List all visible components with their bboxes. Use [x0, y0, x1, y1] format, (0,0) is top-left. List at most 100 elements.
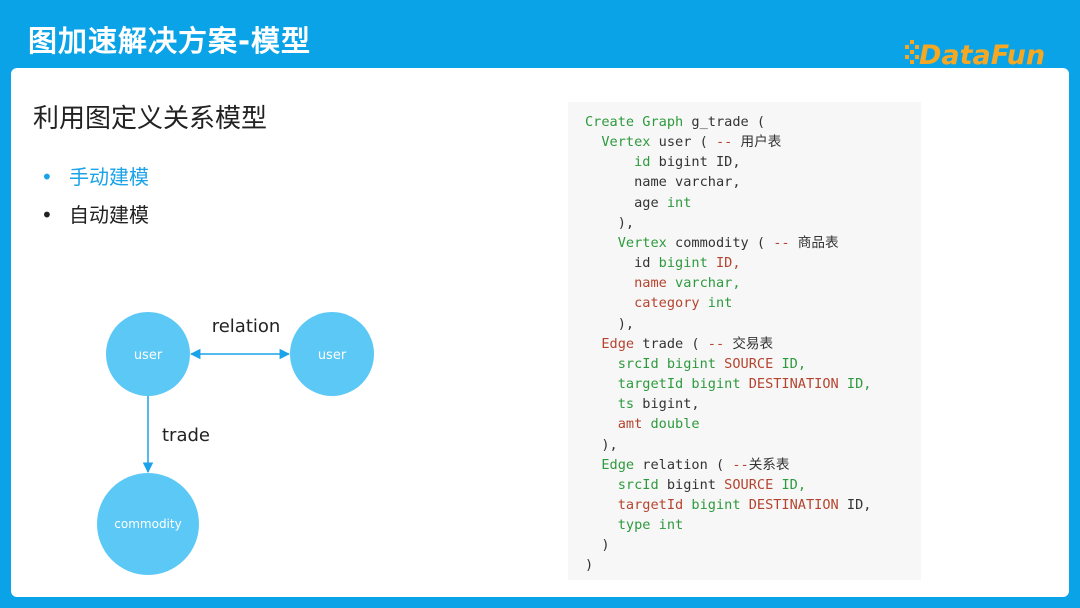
node-user-right [290, 312, 374, 396]
code-token: name [585, 275, 667, 292]
code-token: g_trade ( [683, 114, 766, 130]
node-user-left [106, 312, 190, 396]
code-line: age int [585, 193, 921, 213]
code-token: bigint ID, [650, 154, 741, 171]
code-token: varchar, [666, 275, 741, 292]
code-token: Vertex [585, 234, 667, 251]
code-token: Vertex [585, 134, 651, 151]
slide-panel: 利用图定义关系模型 • 手动建模 • 自动建模 user user commod… [11, 68, 1069, 597]
code-token: int [658, 194, 692, 211]
node-user-right-label: user [318, 348, 347, 363]
code-line: type int [585, 515, 921, 535]
code-token: bigint, [634, 396, 700, 413]
code-line: ), [585, 314, 921, 334]
code-token: type [585, 517, 651, 534]
code-token: -- [707, 335, 725, 352]
code-token: targetId [585, 496, 684, 513]
code-line: ), [585, 213, 921, 233]
code-token: 交易表 [724, 335, 774, 352]
code-token: Create Graph [585, 114, 684, 130]
code-token: user ( [650, 134, 716, 151]
code-token: id [585, 154, 651, 171]
code-token: ), [585, 436, 618, 453]
bullet-dot: • [41, 203, 53, 227]
code-block: Create Graph g_trade ( Vertex user ( -- … [568, 102, 921, 580]
code-token: ) [585, 557, 594, 574]
node-commodity-label: commodity [114, 517, 181, 531]
code-line: ) [585, 555, 921, 575]
code-line: ) [585, 535, 921, 555]
code-line: Create Graph g_trade ( [585, 112, 921, 132]
code-token: age [585, 194, 659, 211]
code-line: targetId bigint DESTINATION ID, [585, 495, 921, 515]
code-token: Edge [585, 335, 635, 352]
code-token: bigint [683, 496, 741, 513]
header-title: 图加速解决方案-模型 [28, 24, 312, 58]
code-token: ts [585, 396, 635, 413]
code-line: id bigint ID, [585, 253, 921, 273]
code-token: double [642, 416, 700, 433]
code-token: amt [585, 416, 643, 433]
code-token: relation ( [634, 456, 733, 473]
code-line: ), [585, 435, 921, 455]
code-token: category [585, 295, 700, 312]
graph-diagram: user user commodity relation trade [97, 312, 374, 575]
logo-text: DataFun. [919, 40, 1045, 71]
code-token: SOURCE [715, 355, 774, 372]
code-line: targetId bigint DESTINATION ID, [585, 374, 921, 394]
code-line: Edge relation ( --关系表 [585, 455, 921, 475]
code-token: DESTINATION [740, 376, 839, 393]
code-token: bigint [650, 255, 708, 272]
code-line: Edge trade ( -- 交易表 [585, 334, 921, 354]
code-token: int [650, 517, 684, 534]
code-token: ) [585, 537, 610, 554]
code-token: id [585, 255, 651, 272]
edge-trade-label: trade [162, 425, 210, 446]
code-token: targetId [585, 376, 684, 393]
code-token: ID, [773, 476, 807, 493]
code-token: ID, [838, 496, 872, 513]
code-token: ), [585, 214, 635, 231]
code-token: ID, [773, 355, 807, 372]
code-token: ), [585, 315, 635, 332]
code-line: Vertex user ( -- 用户表 [585, 132, 921, 152]
code-line: ts bigint, [585, 394, 921, 414]
code-line: amt double [585, 414, 921, 434]
bullet-list: • 手动建模 • 自动建模 [41, 164, 149, 240]
code-token: Edge [585, 456, 635, 473]
datafun-logo: DataFun. [905, 40, 1045, 71]
code-token: ID, [707, 255, 741, 272]
code-token: -- [732, 456, 749, 473]
graph-ddl-code: Create Graph g_trade ( Vertex user ( -- … [568, 102, 921, 576]
code-token: DESTINATION [740, 496, 839, 513]
code-token: int [699, 295, 733, 312]
node-commodity [97, 473, 199, 575]
code-token: -- [773, 234, 790, 251]
code-token: -- [715, 134, 733, 151]
code-token: bigint [658, 476, 716, 493]
bullet-label: 自动建模 [69, 203, 149, 227]
bullet-auto-modeling: • 自动建模 [41, 202, 149, 240]
code-line: category int [585, 293, 921, 313]
code-token: SOURCE [715, 476, 774, 493]
edge-relation-label: relation [212, 316, 281, 337]
code-line: srcId bigint SOURCE ID, [585, 475, 921, 495]
slide-title: 利用图定义关系模型 [33, 104, 268, 134]
code-token: ID, [838, 376, 872, 393]
code-line: Vertex commodity ( -- 商品表 [585, 233, 921, 253]
code-token: srcId [585, 476, 659, 493]
bullet-label: 手动建模 [69, 165, 149, 189]
code-token: trade ( [634, 335, 708, 352]
code-token: 商品表 [789, 234, 839, 251]
code-token: bigint [683, 376, 741, 393]
code-line: name varchar, [585, 172, 921, 192]
node-user-left-label: user [134, 348, 163, 363]
code-line: srcId bigint SOURCE ID, [585, 354, 921, 374]
code-token: srcId [585, 355, 659, 372]
code-line: name varchar, [585, 273, 921, 293]
code-line: id bigint ID, [585, 152, 921, 172]
code-token: commodity ( [666, 234, 774, 251]
bullet-manual-modeling: • 手动建模 [41, 164, 149, 202]
code-token: 关系表 [748, 456, 790, 473]
code-token: 用户表 [732, 134, 782, 151]
